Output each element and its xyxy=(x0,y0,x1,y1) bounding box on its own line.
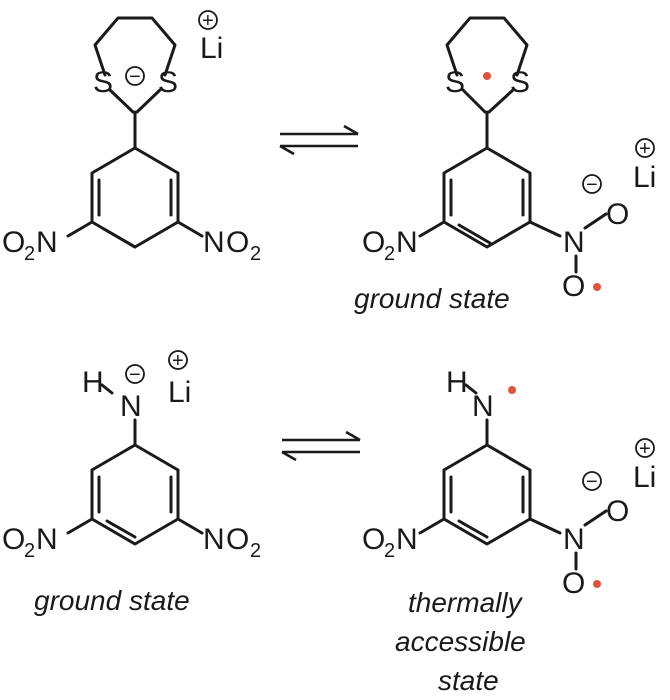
equilibrium-arrow-bottom xyxy=(281,430,361,462)
negative-charge xyxy=(582,174,602,194)
bottom-right-structure: H N O 2 N N O − O + Li thermally accessi… xyxy=(362,366,656,696)
amide-nitrogen: N xyxy=(120,390,142,423)
svg-text:N: N xyxy=(396,523,418,556)
oxygen-anion: O xyxy=(606,198,629,231)
positive-charge xyxy=(198,10,218,30)
svg-text:O: O xyxy=(226,523,249,556)
positive-charge xyxy=(168,350,188,370)
svg-text:2: 2 xyxy=(250,540,261,562)
radical-dot xyxy=(593,283,601,291)
positive-charge xyxy=(635,438,655,458)
svg-text:2: 2 xyxy=(384,540,395,562)
top-right-structure: S S O 2 N N O − O + Li ground state xyxy=(354,16,656,314)
svg-text:2: 2 xyxy=(24,540,35,562)
negative-charge xyxy=(125,66,145,86)
caption-ground-state-bottom: ground state xyxy=(34,585,190,616)
svg-text:2: 2 xyxy=(384,243,395,265)
caption-ground-state-top: ground state xyxy=(354,283,510,314)
svg-text:O: O xyxy=(226,226,249,259)
caption-state: state xyxy=(438,665,499,696)
nitro-group-left: O 2 N xyxy=(2,226,58,265)
svg-text:O: O xyxy=(362,523,385,556)
lithium-counterion: Li xyxy=(200,32,223,65)
svg-text:N: N xyxy=(396,226,418,259)
lithium-counterion: Li xyxy=(168,376,191,409)
nitro-group-right: N O 2 xyxy=(203,523,261,562)
svg-text:O: O xyxy=(2,226,25,259)
negative-charge xyxy=(125,364,145,384)
hydrogen-atom: H xyxy=(446,366,468,399)
caption-accessible: accessible xyxy=(395,626,526,657)
sulfur-atom: S xyxy=(445,66,465,99)
aminyl-nitrogen: N xyxy=(472,390,494,423)
svg-text:O: O xyxy=(2,523,25,556)
radical-dot xyxy=(483,72,491,80)
plus-sign: + xyxy=(639,138,651,160)
minus-sign: − xyxy=(586,174,598,196)
nitro-group-left: O 2 N xyxy=(362,523,418,562)
oxygen-anion: O xyxy=(606,495,629,528)
sulfur-atom: S xyxy=(93,66,113,99)
bottom-left-structure: H N − + Li O 2 N N O 2 ground state xyxy=(2,350,261,616)
equilibrium-arrow-top xyxy=(279,124,359,156)
caption-thermally: thermally xyxy=(408,587,524,618)
plus-sign: + xyxy=(639,438,651,460)
plus-sign: + xyxy=(172,350,184,372)
minus-sign: − xyxy=(586,471,598,493)
lithium-counterion: Li xyxy=(633,161,656,194)
svg-text:N: N xyxy=(203,226,225,259)
minus-sign: − xyxy=(129,66,141,88)
svg-text:N: N xyxy=(36,523,58,556)
svg-text:2: 2 xyxy=(250,243,261,265)
sulfur-atom: S xyxy=(158,66,178,99)
hydrogen-atom: H xyxy=(82,366,104,399)
svg-text:N: N xyxy=(36,226,58,259)
lithium-counterion: Li xyxy=(633,461,656,494)
minus-sign: − xyxy=(129,364,141,386)
nitro-group-left: O 2 N xyxy=(2,523,58,562)
radical-dot xyxy=(508,386,516,394)
svg-text:N: N xyxy=(203,523,225,556)
positive-charge xyxy=(635,138,655,158)
nitro-group-right: N O 2 xyxy=(203,226,261,265)
plus-sign: + xyxy=(202,10,214,32)
nitro-group-left: O 2 N xyxy=(362,226,418,265)
radical-dot xyxy=(593,580,601,588)
svg-text:2: 2 xyxy=(24,243,35,265)
oxygen-radical: O xyxy=(562,567,585,600)
sulfur-atom: S xyxy=(510,66,530,99)
nitro-nitrogen: N xyxy=(563,523,585,556)
negative-charge xyxy=(582,471,602,491)
top-left-structure: S S − + Li O 2 N N O 2 xyxy=(2,10,261,265)
nitro-nitrogen: N xyxy=(563,226,585,259)
oxygen-radical: O xyxy=(562,270,585,303)
svg-text:O: O xyxy=(362,226,385,259)
